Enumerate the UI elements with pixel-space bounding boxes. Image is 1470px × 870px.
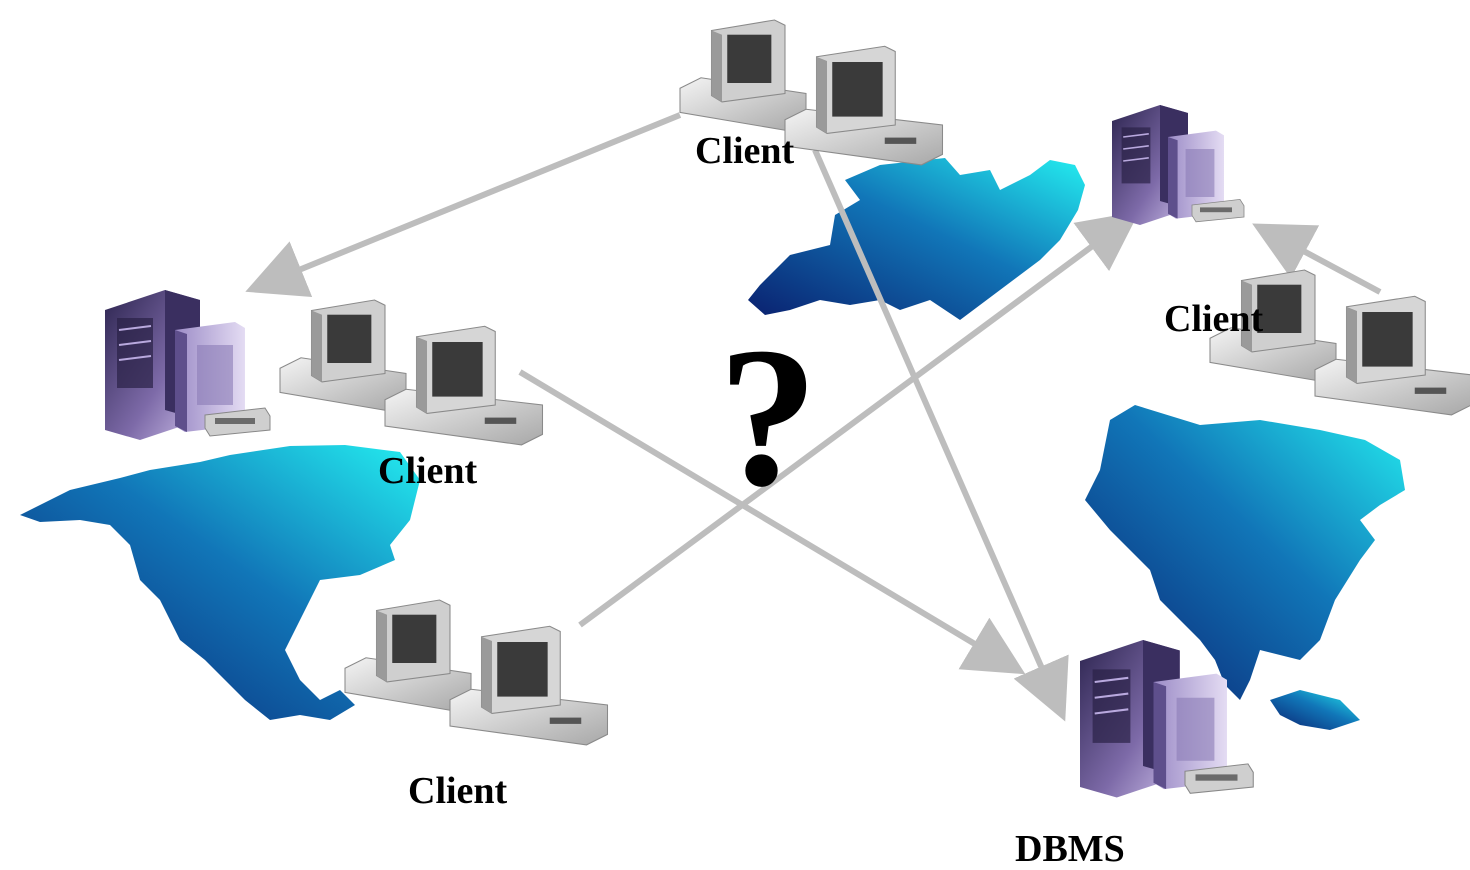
indonesia-map [1270,690,1360,730]
arrow-right-client-to-right-server [1252,223,1382,295]
server-icon-right [1111,104,1245,226]
client-label-middle: Client [378,450,478,492]
arrow-top-client-to-dbms [812,148,1069,722]
client-pc-icon-right [1209,269,1470,416]
client-label-top: Client [695,130,795,172]
server-icon-left [104,289,271,441]
europe-map [748,158,1085,320]
arrow-top-client-to-left-server [245,112,682,297]
arrow-bottom-client-to-right-server [578,211,1140,628]
asia-map [1085,405,1405,700]
client-label-bottom: Client [408,770,508,812]
arrow-mid-client-to-dbms [518,369,1026,675]
client-pc-icon-middle [279,299,544,446]
client-label-right: Client [1164,298,1264,340]
north-america-map [20,445,420,720]
dbms-label: DBMS [1015,828,1125,870]
client-pc-icon-bottom [344,599,609,746]
question-mark: ? [718,307,818,528]
